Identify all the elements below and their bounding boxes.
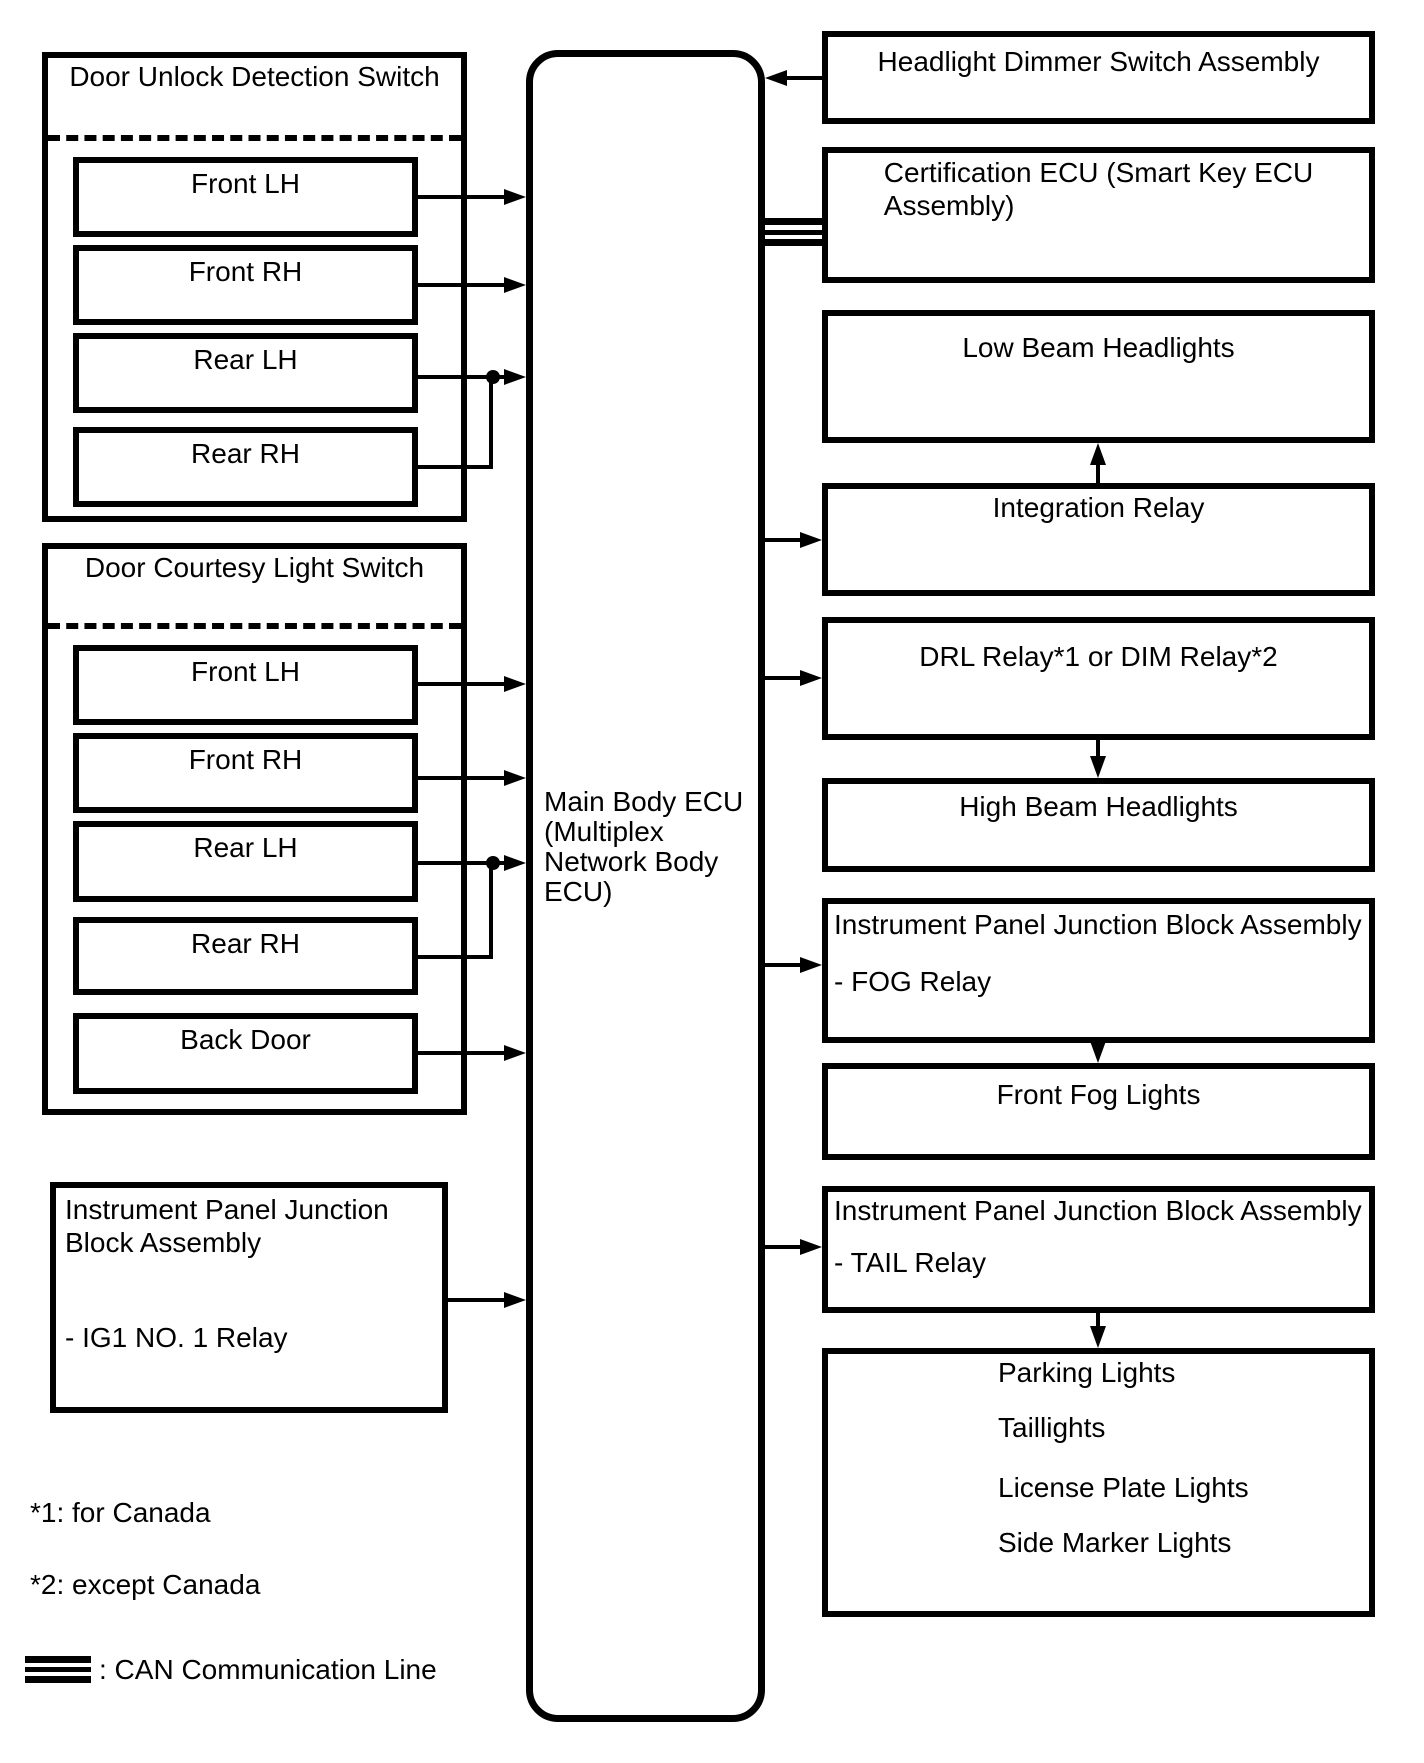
- note-except-canada: *2: except Canada: [30, 1569, 261, 1600]
- certification-ecu-box: Certification ECU (Smart Key ECU Assembl…: [822, 147, 1375, 283]
- tail-to-parking-arrowhead: [1090, 1326, 1106, 1348]
- drl-relay-box: DRL Relay*1 or DIM Relay*2: [822, 617, 1375, 740]
- courtesy-front-lh-wire: [418, 682, 506, 686]
- can-bus-connection: [765, 218, 822, 246]
- door-unlock-rear-rh-label: Rear RH: [191, 438, 300, 469]
- door-unlock-dashed-divider: [48, 135, 461, 141]
- back-door-arrowhead: [504, 1045, 526, 1061]
- door-unlock-front-rh-box: Front RH: [73, 245, 418, 325]
- high-beam-label: High Beam Headlights: [959, 791, 1238, 822]
- courtesy-rear-rh-wire: [418, 955, 493, 959]
- ipjb-ig1-line3: - IG1 NO. 1 Relay: [65, 1322, 288, 1353]
- ipjb-ig1-arrowhead: [504, 1292, 526, 1308]
- integration-wire: [765, 538, 800, 542]
- drl-wire: [765, 676, 800, 680]
- ecu-label-line4: ECU): [544, 876, 613, 907]
- certification-ecu-line2: Assembly): [883, 190, 1015, 221]
- fog-arrowhead: [800, 957, 822, 973]
- ipjb-fog-line1: Instrument Panel Junction Block Assembly: [834, 909, 1362, 940]
- high-beam-box: High Beam Headlights: [822, 778, 1375, 872]
- door-unlock-front-rh-label: Front RH: [188, 256, 303, 287]
- dimmer-arrowhead: [765, 70, 787, 86]
- drl-relay-label: DRL Relay*1 or DIM Relay*2: [919, 641, 1278, 672]
- door-unlock-group-title: Door Unlock Detection Switch: [69, 61, 440, 92]
- front-fog-label: Front Fog Lights: [996, 1079, 1201, 1110]
- door-courtesy-rear-lh-box: Rear LH: [73, 821, 418, 902]
- low-beam-box: Low Beam Headlights: [822, 310, 1375, 443]
- main-body-ecu-box: Main Body ECU (Multiplex Network Body EC…: [526, 50, 765, 1722]
- door-unlock-front-lh-label: Front LH: [191, 168, 300, 199]
- ecu-label-line3: Network Body: [544, 846, 719, 877]
- integration-to-lowbeam-arrowhead: [1090, 443, 1106, 465]
- unlock-front-rh-wire: [418, 283, 506, 287]
- courtesy-front-lh-arrowhead: [504, 676, 526, 692]
- ipjb-fog-line2: - FOG Relay: [834, 966, 992, 997]
- ipjb-ig1-line2: Block Assembly: [65, 1227, 262, 1258]
- note-for-canada: *1: for Canada: [30, 1497, 211, 1528]
- ecu-label-line1: Main Body ECU: [544, 786, 744, 817]
- door-courtesy-front-rh-box: Front RH: [73, 733, 418, 813]
- door-unlock-rear-rh-box: Rear RH: [73, 427, 418, 507]
- low-beam-label: Low Beam Headlights: [962, 332, 1235, 363]
- unlock-rear-rh-riser: [489, 377, 493, 469]
- ecu-label-line2: (Multiplex: [544, 816, 664, 847]
- tail-to-parking-wire: [1096, 1313, 1100, 1328]
- dimmer-wire: [787, 76, 822, 80]
- tail-arrowhead: [800, 1239, 822, 1255]
- can-line-icon: [25, 1656, 91, 1683]
- door-courtesy-back-door-box: Back Door: [73, 1013, 418, 1094]
- door-unlock-rear-lh-box: Rear LH: [73, 333, 418, 413]
- integration-relay-box: Integration Relay: [822, 483, 1375, 596]
- door-courtesy-back-door-label: Back Door: [180, 1024, 311, 1055]
- can-legend-label: : CAN Communication Line: [99, 1654, 437, 1685]
- tail-lights-group-box: Parking Lights Taillights License Plate …: [822, 1348, 1375, 1617]
- courtesy-front-rh-arrowhead: [504, 770, 526, 786]
- ipjb-tail-line2: - TAIL Relay: [834, 1247, 986, 1278]
- integration-arrowhead: [800, 532, 822, 548]
- certification-ecu-line1: Certification ECU (Smart Key ECU: [883, 157, 1314, 188]
- courtesy-front-rh-wire: [418, 776, 506, 780]
- unlock-front-lh-wire: [418, 195, 506, 199]
- headlight-dimmer-label: Headlight Dimmer Switch Assembly: [877, 46, 1320, 77]
- unlock-rear-lh-arrowhead: [504, 369, 526, 385]
- ipjb-ig1-box: Instrument Panel Junction Block Assembly…: [50, 1182, 448, 1413]
- integration-relay-label: Integration Relay: [992, 492, 1205, 523]
- unlock-front-lh-arrowhead: [504, 189, 526, 205]
- courtesy-rear-lh-arrowhead: [504, 855, 526, 871]
- unlock-front-rh-arrowhead: [504, 277, 526, 293]
- taillights-label: Taillights: [998, 1412, 1106, 1443]
- parking-lights-label: Parking Lights: [998, 1357, 1176, 1388]
- courtesy-rear-rh-riser: [489, 863, 493, 957]
- drl-to-highbeam-wire: [1096, 740, 1100, 758]
- door-courtesy-front-lh-label: Front LH: [191, 656, 300, 687]
- door-courtesy-front-lh-box: Front LH: [73, 645, 418, 725]
- back-door-wire: [418, 1051, 506, 1055]
- ipjb-ig1-wire: [448, 1298, 506, 1302]
- headlight-dimmer-box: Headlight Dimmer Switch Assembly: [822, 31, 1375, 124]
- front-fog-box: Front Fog Lights: [822, 1063, 1375, 1160]
- door-unlock-rear-lh-label: Rear LH: [193, 344, 298, 375]
- ipjb-tail-line1: Instrument Panel Junction Block Assembly: [834, 1195, 1362, 1226]
- license-plate-lights-label: License Plate Lights: [998, 1472, 1249, 1503]
- door-unlock-front-lh-box: Front LH: [73, 157, 418, 237]
- fog-to-frontfog-arrowhead: [1090, 1041, 1106, 1063]
- side-marker-lights-label: Side Marker Lights: [998, 1527, 1232, 1558]
- ipjb-tail-box: Instrument Panel Junction Block Assembly…: [822, 1186, 1375, 1313]
- drl-arrowhead: [800, 670, 822, 686]
- door-courtesy-rear-rh-label: Rear RH: [191, 928, 300, 959]
- unlock-rear-rh-wire: [418, 465, 493, 469]
- door-courtesy-dashed-divider: [48, 623, 461, 629]
- ipjb-ig1-line1: Instrument Panel Junction: [65, 1194, 389, 1225]
- door-courtesy-rear-lh-label: Rear LH: [193, 832, 298, 863]
- drl-to-highbeam-arrowhead: [1090, 756, 1106, 778]
- door-courtesy-front-rh-label: Front RH: [188, 744, 303, 775]
- door-courtesy-group-title: Door Courtesy Light Switch: [84, 552, 425, 583]
- courtesy-rear-lh-wire: [418, 861, 506, 865]
- unlock-rear-lh-wire: [418, 375, 506, 379]
- door-courtesy-rear-rh-box: Rear RH: [73, 917, 418, 995]
- fog-wire: [765, 963, 800, 967]
- integration-to-lowbeam-wire: [1096, 461, 1100, 483]
- ipjb-fog-box: Instrument Panel Junction Block Assembly…: [822, 898, 1375, 1043]
- tail-wire: [765, 1245, 800, 1249]
